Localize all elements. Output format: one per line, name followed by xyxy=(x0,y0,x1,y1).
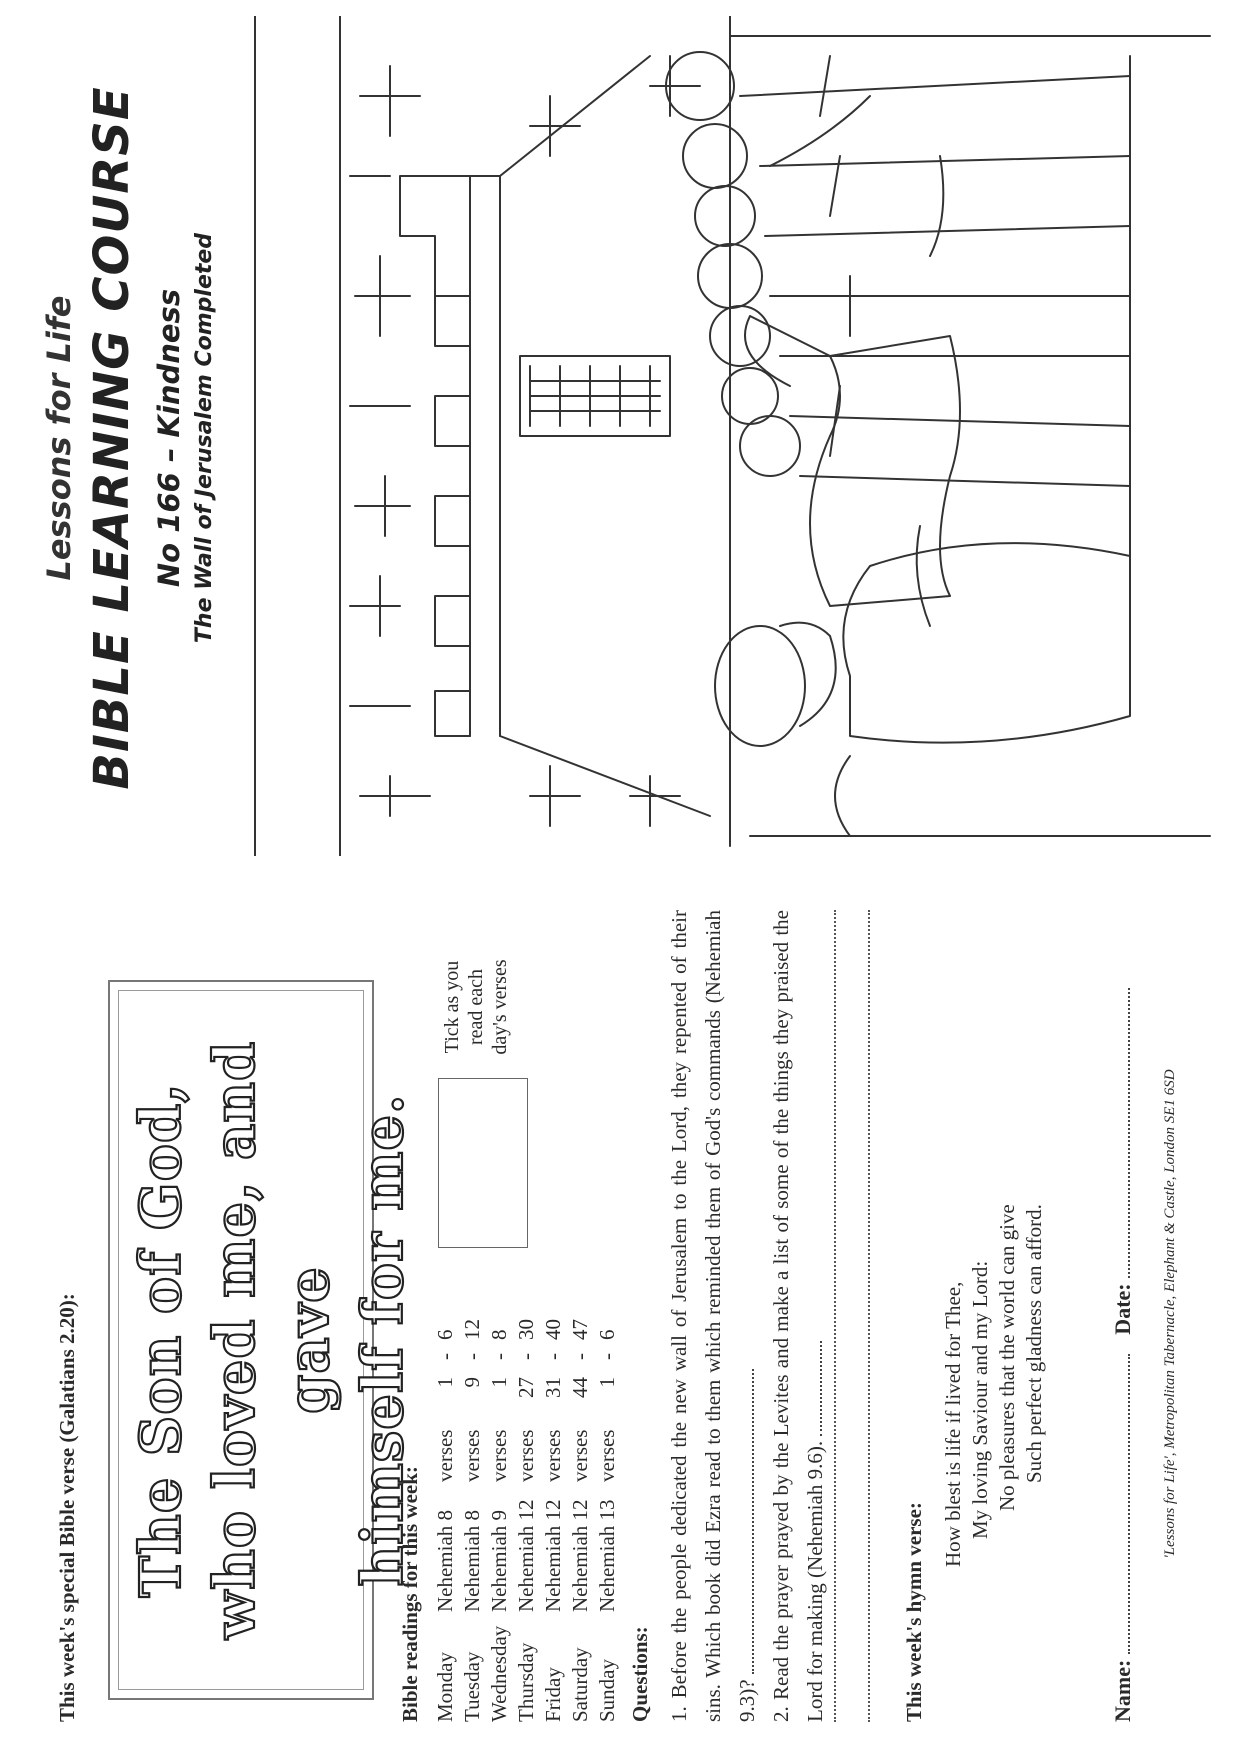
memory-verse-text: The Son of God, who loved me, and gave h… xyxy=(124,982,420,1698)
reading-verses-word: verses xyxy=(487,1429,511,1482)
reading-dash: - xyxy=(433,1353,457,1360)
question-2-text: 2. Read the prayer prayed by the Levites… xyxy=(769,910,827,1722)
reading-day: Tuesday xyxy=(460,1651,484,1722)
answer-2-line[interactable] xyxy=(866,910,870,1722)
reading-book: Nehemiah 9 xyxy=(487,1509,511,1612)
series-subtitle: Lessons for Life xyxy=(40,295,78,581)
reading-verses-word: verses xyxy=(541,1429,565,1482)
hymn-line: Such perfect gladness can afford. xyxy=(1022,1204,1046,1483)
hymn-line: My loving Saviour and my Lord: xyxy=(968,1260,992,1539)
reading-dash: - xyxy=(568,1353,592,1360)
reading-book: Nehemiah 8 xyxy=(460,1509,484,1612)
reading-book: Nehemiah 8 xyxy=(433,1509,457,1612)
wall-drawing xyxy=(254,16,1211,856)
reading-dash: - xyxy=(595,1353,619,1360)
answer-2-line[interactable] xyxy=(832,910,836,1722)
reading-to: 40 xyxy=(541,1319,565,1340)
readings-title: Bible readings for this week: xyxy=(398,1466,422,1722)
reading-day: Monday xyxy=(433,1652,457,1722)
question-2: 2. Read the prayer prayed by the Levites… xyxy=(764,910,832,1722)
reading-to: 30 xyxy=(514,1319,538,1340)
verse-line: The Son of God, xyxy=(127,1081,195,1598)
question-1: 1. Before the people dedicated the new w… xyxy=(662,910,764,1722)
reading-day: Friday xyxy=(541,1667,565,1722)
reading-day: Wednesday xyxy=(487,1625,511,1722)
tick-instruction: Tick as you read each day's verses xyxy=(441,959,511,1055)
reading-from: 9 xyxy=(460,1377,484,1388)
colouring-illustration xyxy=(254,16,1211,856)
reading-day: Thursday xyxy=(514,1642,538,1722)
reading-dash: - xyxy=(541,1353,565,1360)
reading-to: 47 xyxy=(568,1319,592,1340)
reading-dash: - xyxy=(487,1353,511,1360)
reading-dash: - xyxy=(514,1353,538,1360)
reading-tick-box[interactable] xyxy=(438,1078,528,1248)
date-field[interactable] xyxy=(1128,987,1130,1278)
course-title: BIBLE LEARNING COURSE xyxy=(84,86,140,790)
text-panel: This week's special Bible verse (Galatia… xyxy=(0,876,1240,1752)
answer-1-field[interactable] xyxy=(732,1369,754,1675)
verse-line: who loved me, and gave xyxy=(201,1040,343,1640)
people-drawing xyxy=(665,51,1131,747)
answer-2-field[interactable] xyxy=(800,1340,822,1436)
reading-day: Saturday xyxy=(568,1647,592,1722)
reading-book: Nehemiah 12 xyxy=(541,1499,565,1612)
date-label: Date: xyxy=(1110,1283,1135,1335)
hymn-verse: How blest is life if lived for Thee, My … xyxy=(940,1204,1048,1567)
reading-verses-word: verses xyxy=(595,1429,619,1482)
reading-to: 12 xyxy=(460,1319,484,1340)
reading-to: 8 xyxy=(487,1329,511,1341)
reading-book: Nehemiah 12 xyxy=(568,1499,592,1612)
memory-verse-box: The Son of God, who loved me, and gave h… xyxy=(108,980,417,1700)
lesson-title: The Wall of Jerusalem Completed xyxy=(192,232,217,644)
reading-from: 1 xyxy=(433,1377,457,1388)
reading-to: 6 xyxy=(595,1329,619,1341)
name-field[interactable] xyxy=(1128,1354,1130,1655)
reading-from: 27 xyxy=(514,1377,538,1398)
reading-verses-word: verses xyxy=(433,1429,457,1482)
verse-intro: This week's special Bible verse (Galatia… xyxy=(55,1293,79,1722)
reading-verses-word: verses xyxy=(514,1429,538,1482)
reading-from: 1 xyxy=(487,1377,511,1388)
reading-day: Sunday xyxy=(595,1659,619,1722)
name-label: Name: xyxy=(1110,1659,1135,1722)
questions-title: Questions: xyxy=(628,1626,652,1722)
name-date-row: Name: Date: xyxy=(1110,987,1136,1722)
reading-book: Nehemiah 12 xyxy=(514,1499,538,1612)
reading-verses-word: verses xyxy=(460,1429,484,1482)
reading-verses-word: verses xyxy=(568,1429,592,1482)
cover-panel: Lessons for Life BIBLE LEARNING COURSE N… xyxy=(40,16,1211,856)
hymn-line: How blest is life if lived for Thee, xyxy=(941,1281,965,1567)
lesson-number: No 166 – Kindness xyxy=(152,288,186,588)
reading-to: 6 xyxy=(433,1329,457,1341)
reading-from: 31 xyxy=(541,1377,565,1398)
hymn-line: No pleasures that the world can give xyxy=(995,1204,1019,1511)
reading-from: 1 xyxy=(595,1377,619,1388)
reading-book: Nehemiah 13 xyxy=(595,1499,619,1612)
reading-from: 44 xyxy=(568,1377,592,1398)
hymn-title: This week's hymn verse: xyxy=(902,1502,926,1722)
footer-address: 'Lessons for Life', Metropolitan Taberna… xyxy=(1162,1069,1178,1559)
reading-dash: - xyxy=(460,1353,484,1360)
